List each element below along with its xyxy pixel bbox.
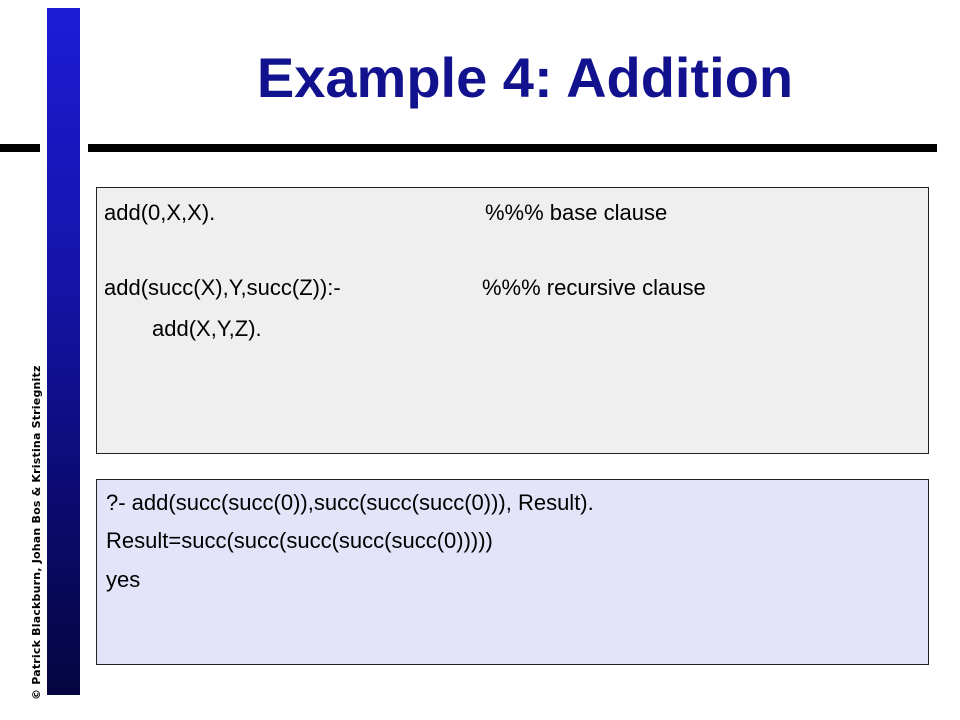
side-bar bbox=[47, 8, 80, 695]
divider-right bbox=[88, 144, 937, 152]
base-clause-comment: %%% base clause bbox=[485, 200, 668, 225]
program-box: add(0,X,X). %%% base clause add(succ(X),… bbox=[96, 187, 929, 454]
recursive-clause-comment: %%% recursive clause bbox=[482, 275, 706, 300]
slide-title: Example 4: Addition bbox=[256, 46, 794, 109]
base-clause-code: add(0,X,X). bbox=[104, 200, 216, 225]
query-box: ?- add(succ(succ(0)),succ(succ(succ(0)))… bbox=[96, 479, 929, 665]
answer-line: yes bbox=[106, 567, 141, 592]
divider-left bbox=[0, 144, 40, 152]
query-line: ?- add(succ(succ(0)),succ(succ(succ(0)))… bbox=[106, 490, 594, 515]
recursive-clause-head: add(succ(X),Y,succ(Z)):- bbox=[104, 275, 341, 300]
recursive-clause-body: add(X,Y,Z). bbox=[152, 316, 262, 341]
result-line: Result=succ(succ(succ(succ(succ(0))))) bbox=[106, 528, 493, 553]
copyright-notice: © Patrick Blackburn, Johan Bos & Kristin… bbox=[30, 365, 43, 700]
